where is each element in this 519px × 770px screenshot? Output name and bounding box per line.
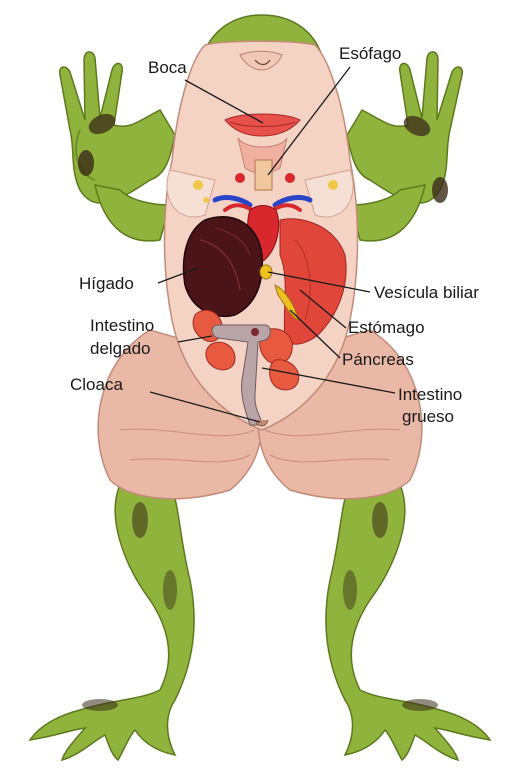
esophagus [255, 160, 272, 190]
label-vesicula-biliar: Vesícula biliar [374, 283, 479, 302]
label-intestino-delgado-line2: delgado [90, 339, 151, 358]
label-cloaca: Cloaca [70, 375, 123, 394]
liver [184, 217, 263, 316]
left-arm [60, 52, 175, 241]
label-higado: Hígado [79, 274, 134, 293]
label-pancreas: Páncreas [342, 350, 414, 369]
label-intestino-grueso-line2: grueso [402, 407, 454, 426]
label-estomago: Estómago [348, 318, 425, 337]
label-esofago: Esófago [339, 44, 401, 63]
right-leg [326, 470, 490, 760]
label-intestino-grueso-line1: Intestino [398, 385, 462, 404]
right-arm [347, 52, 462, 241]
label-boca: Boca [148, 58, 187, 77]
label-intestino-delgado-line1: Intestino [90, 316, 154, 335]
left-leg [30, 470, 194, 760]
